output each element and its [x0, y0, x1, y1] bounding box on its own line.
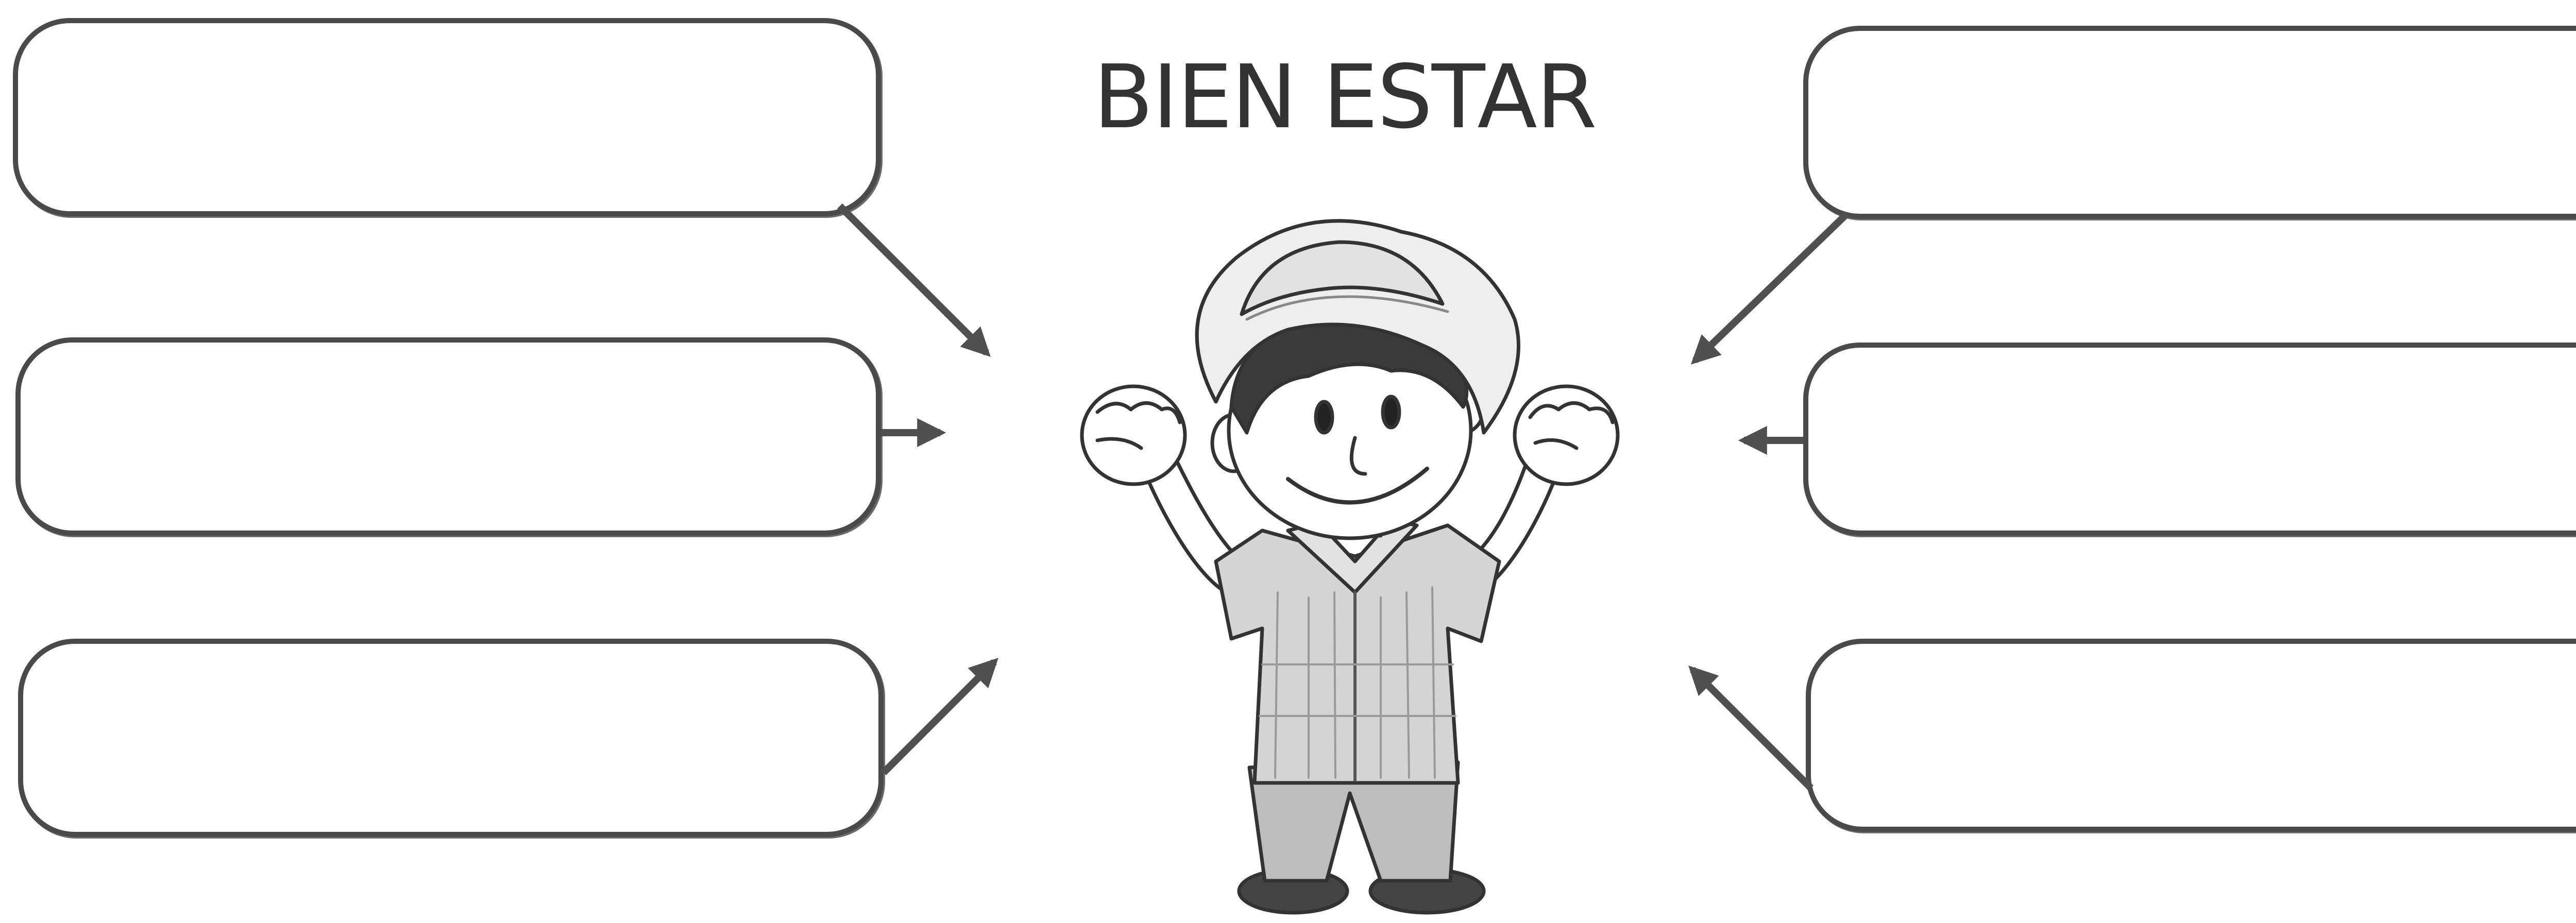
arrow-left-1 — [837, 203, 991, 357]
arrow-left-3 — [881, 658, 998, 775]
right-fist-icon — [1513, 384, 1620, 486]
happy-farmer-icon — [1080, 219, 1620, 915]
left-box-2[interactable] — [15, 337, 881, 536]
left-box-3[interactable] — [18, 639, 884, 837]
arrow-right-1 — [1690, 211, 1850, 365]
right-box-2[interactable] — [1803, 343, 2576, 536]
right-box-3[interactable] — [1806, 639, 2576, 832]
right-box-1[interactable] — [1803, 26, 2576, 219]
arrow-right-3 — [1688, 665, 1814, 791]
shirt-icon — [1214, 523, 1501, 785]
page-title: BIEN ESTAR — [1093, 46, 1597, 148]
left-box-1[interactable] — [13, 18, 881, 216]
left-fist-icon — [1080, 384, 1187, 486]
